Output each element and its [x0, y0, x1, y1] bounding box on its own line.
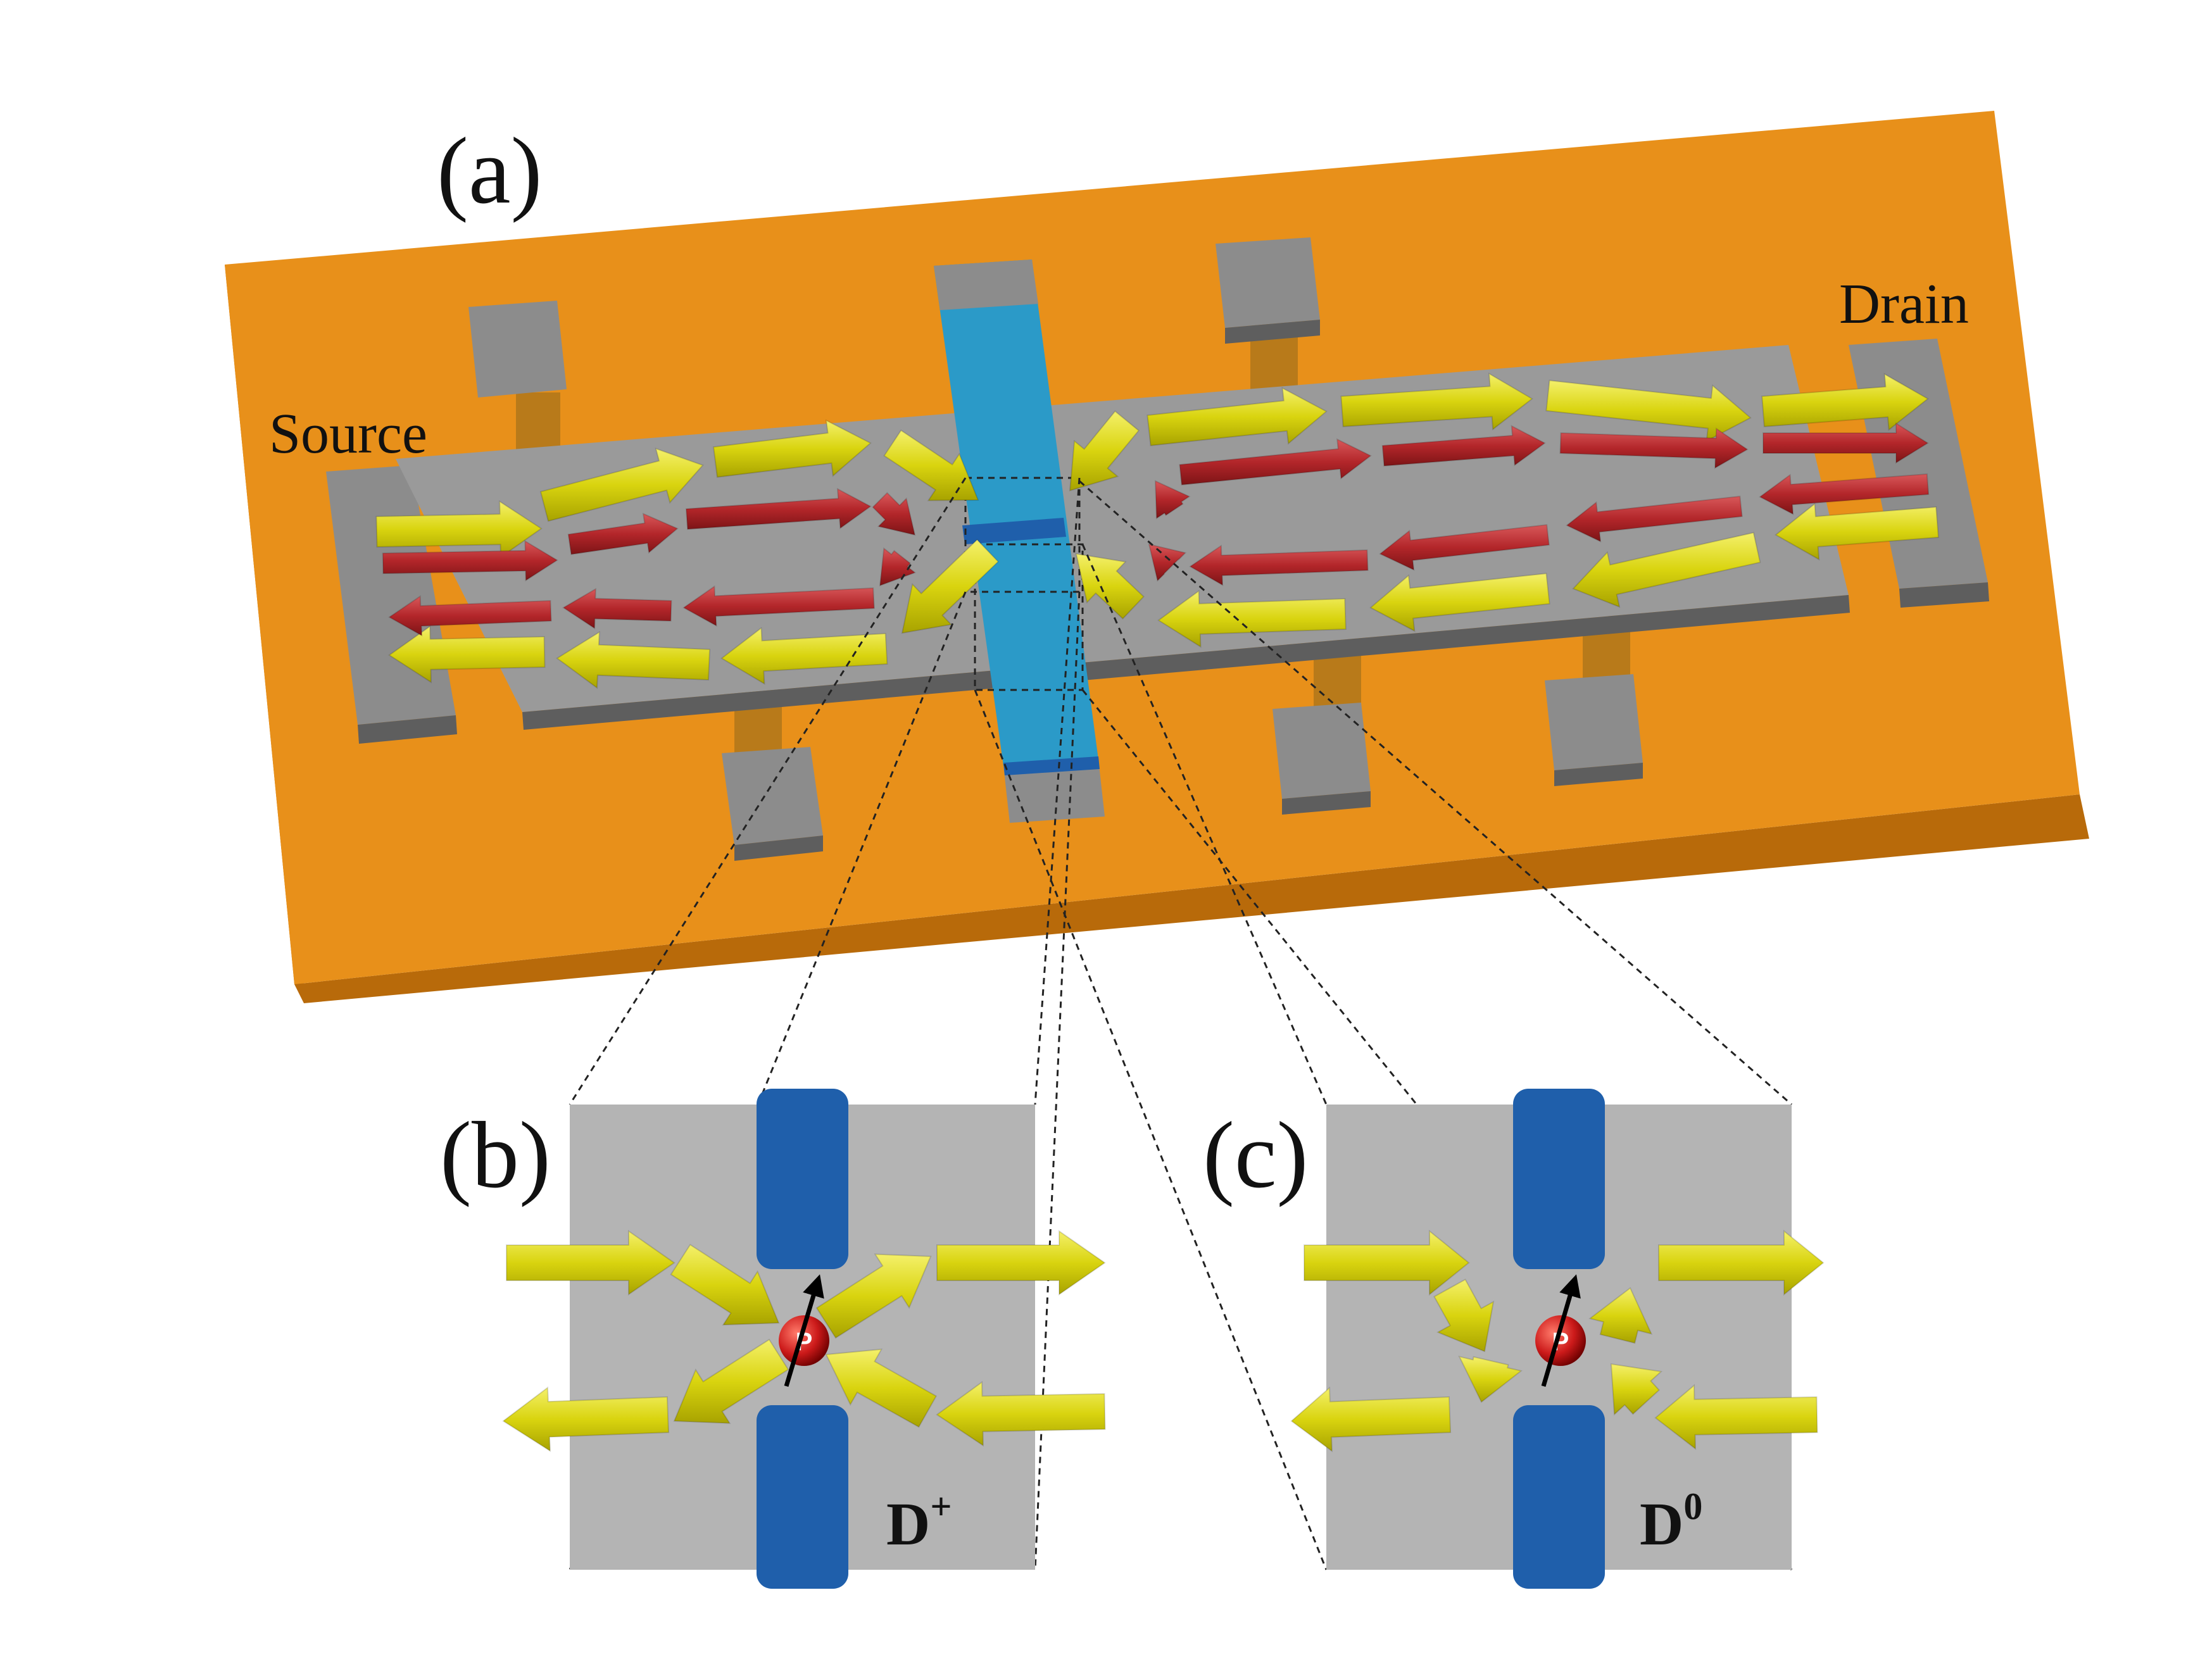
channel [396, 345, 1850, 730]
edge-arrow [1588, 1287, 1653, 1344]
contact-pad [722, 747, 823, 861]
charge-state-b: D+ [886, 1486, 952, 1558]
edge-arrow [673, 1339, 789, 1424]
edge-arrow [556, 630, 711, 689]
edge-arrow [1433, 1279, 1495, 1353]
bulk-arrow [1566, 495, 1743, 543]
gate-top [757, 1089, 848, 1269]
edge-arrow [825, 1348, 938, 1428]
bulk-arrow [388, 595, 552, 637]
edge-arrow [1369, 572, 1550, 632]
edge-arrow [1658, 1229, 1825, 1296]
edge-arrow [388, 625, 546, 684]
edge-arrow [506, 1230, 676, 1296]
edge-arrow [670, 1244, 780, 1326]
edge-arrow [815, 1253, 932, 1339]
spin-arrow [784, 1274, 824, 1387]
edge-arrows [375, 372, 1939, 689]
edge-arrow [1157, 589, 1347, 648]
edge-arrow [720, 627, 888, 686]
contact-pad [1273, 703, 1371, 815]
bulk-arrow [1189, 544, 1369, 586]
charge-state-c: D0 [1640, 1486, 1702, 1558]
edge-arrow [1069, 410, 1140, 492]
edge-arrow [1304, 1229, 1470, 1296]
edge-arrow [1290, 1386, 1452, 1453]
inset-panel-b: P (b) D+ [440, 1089, 1106, 1589]
contact-pad [468, 301, 567, 398]
edge-arrow [1572, 532, 1761, 608]
bulk-arrow [682, 585, 875, 627]
edge-arrow [375, 500, 543, 559]
bulk-arrow [1381, 425, 1546, 467]
edge-arrow [936, 1380, 1106, 1447]
zoom-box-b [964, 477, 1081, 593]
panel-label-c: (c) [1203, 1103, 1308, 1208]
source-label: Source [269, 403, 427, 465]
inset-panel-c: P (c) D0 [1203, 1089, 1825, 1589]
zoom-box-c [974, 543, 1084, 691]
edge-arrow [1147, 387, 1328, 447]
bulk-arrow [1379, 523, 1550, 571]
edge-arrow [1545, 379, 1752, 442]
bulk-arrow [1154, 480, 1191, 520]
bulk-arrow [1759, 473, 1930, 515]
edge-arrow [936, 1230, 1106, 1296]
gate-bottom [1513, 1405, 1605, 1589]
edge-arrow [539, 448, 704, 522]
edge-arrows [1290, 1229, 1825, 1453]
edge-arrow [1761, 373, 1929, 431]
gate-bottom [757, 1405, 848, 1589]
bulk-arrow [567, 512, 679, 555]
device-panel-a: (a) Source Drain [225, 111, 2089, 1003]
bulk-arrow [879, 547, 917, 587]
spin-arrow [1541, 1274, 1581, 1387]
substrate-front [294, 794, 2089, 1003]
edge-arrow [1458, 1355, 1523, 1403]
bulk-arrows [382, 422, 1930, 637]
edge-arrow [1610, 1363, 1663, 1416]
edge-arrow [1654, 1384, 1818, 1450]
edge-arrow [712, 419, 872, 478]
edge-arrow [1775, 503, 1939, 561]
edge-arrow [883, 429, 979, 501]
panel-label-a: (a) [437, 118, 542, 223]
drain-label: Drain [1839, 273, 1969, 335]
donor-atom: P [779, 1274, 829, 1387]
bulk-arrow [1763, 422, 1929, 464]
edge-arrows [502, 1230, 1106, 1453]
panel-label-b: (b) [440, 1103, 551, 1208]
contact-pad [1545, 674, 1643, 786]
bulk-arrow [1179, 438, 1372, 485]
gate-top [1513, 1089, 1605, 1269]
edge-arrow [901, 539, 1000, 634]
donor-atom: P [1535, 1274, 1586, 1387]
bulk-arrow [685, 487, 872, 530]
bulk-arrow [1559, 427, 1749, 470]
bulk-arrow [1148, 543, 1187, 582]
bulk-arrow [562, 587, 672, 630]
contact-pad [1216, 237, 1320, 344]
bulk-arrow [872, 492, 916, 536]
zoom-lines [569, 477, 1793, 1570]
edge-arrow [502, 1386, 670, 1453]
bulk-arrow [382, 540, 558, 582]
gate [934, 260, 1105, 823]
edge-arrow [1340, 372, 1533, 431]
